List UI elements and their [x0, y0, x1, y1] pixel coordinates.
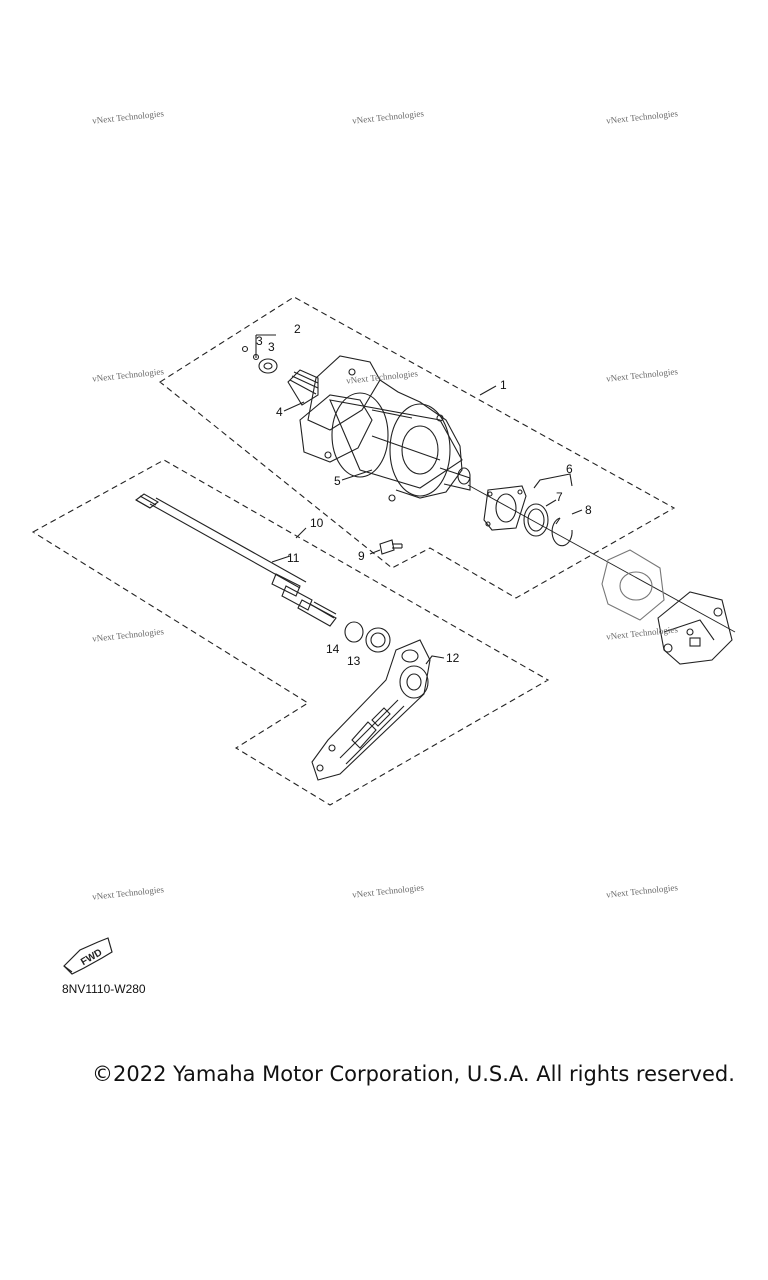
part-11-drive-shaft — [135, 493, 337, 627]
leader-9 — [369, 549, 381, 555]
part-9-bolt — [379, 539, 403, 555]
leader-11 — [271, 555, 291, 563]
part-2-bearing — [258, 358, 278, 374]
callout-2[interactable]: 2 — [294, 322, 301, 336]
fwd-label-group: FWD — [79, 947, 104, 968]
leader-5 — [341, 469, 373, 481]
copyright-notice: ©2022 Yamaha Motor Corporation, U.S.A. A… — [92, 1062, 735, 1086]
part-6-gasket-plate — [483, 485, 527, 531]
callout-9[interactable]: 9 — [358, 549, 365, 563]
leader-10 — [295, 527, 307, 539]
leader-8 — [571, 509, 583, 515]
assembly-boundary-upper — [159, 296, 676, 599]
callout-11[interactable]: 11 — [287, 551, 300, 565]
part-13-bearing — [365, 627, 391, 653]
leader-1 — [479, 385, 497, 396]
leader-12 — [425, 655, 445, 665]
part-8-circlip — [551, 517, 573, 547]
callout-7[interactable]: 7 — [556, 490, 563, 504]
leader-4 — [283, 401, 305, 412]
callout-1[interactable]: 1 — [500, 378, 507, 392]
callout-13[interactable]: 13 — [347, 654, 361, 668]
callout-3a[interactable]: 3 — [256, 334, 263, 348]
callout-5[interactable]: 5 — [334, 474, 341, 488]
callout-3b[interactable]: 3 — [268, 340, 275, 354]
pump-body — [657, 591, 733, 665]
part-7-oil-seal — [523, 503, 549, 537]
shaft-centerline — [467, 484, 736, 633]
callout-10[interactable]: 10 — [310, 516, 324, 530]
fwd-arrow-icon — [63, 937, 113, 975]
leader-7 — [545, 499, 557, 507]
callout-6[interactable]: 6 — [566, 462, 573, 476]
diagram-part-code: 8NV1110-W280 — [62, 982, 146, 996]
assembly-boundary-lower — [31, 459, 550, 806]
part-14-o-ring — [344, 621, 364, 643]
part-12-shaft-bracket — [311, 639, 431, 781]
leader-6 — [533, 473, 573, 489]
part-5-pump-housing — [287, 355, 471, 502]
part-3-small-pin — [241, 334, 276, 361]
callout-8[interactable]: 8 — [585, 503, 592, 517]
callout-14[interactable]: 14 — [326, 642, 340, 656]
pump-cover-outline — [601, 549, 665, 621]
callout-12[interactable]: 12 — [446, 651, 460, 665]
fwd-label: FWD — [79, 947, 104, 968]
callout-4[interactable]: 4 — [276, 405, 283, 419]
